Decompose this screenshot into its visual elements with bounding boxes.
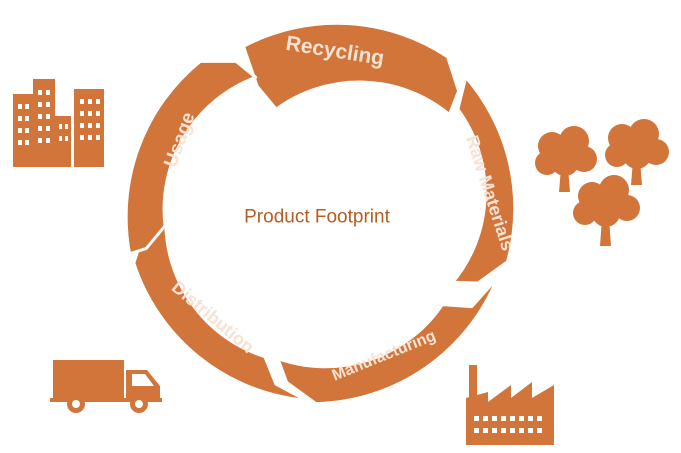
center-label: Product Footprint	[244, 207, 390, 228]
segment-raw-materials	[451, 63, 517, 285]
segment-recycling	[242, 21, 461, 116]
cycle-ring	[124, 21, 517, 406]
trees-icon	[535, 119, 669, 246]
factory-icon	[466, 365, 554, 445]
segment-distribution	[132, 213, 308, 402]
segment-usage	[124, 59, 258, 256]
buildings-icon	[13, 79, 104, 167]
truck-icon	[50, 360, 162, 413]
segment-manufacturing	[276, 276, 499, 406]
